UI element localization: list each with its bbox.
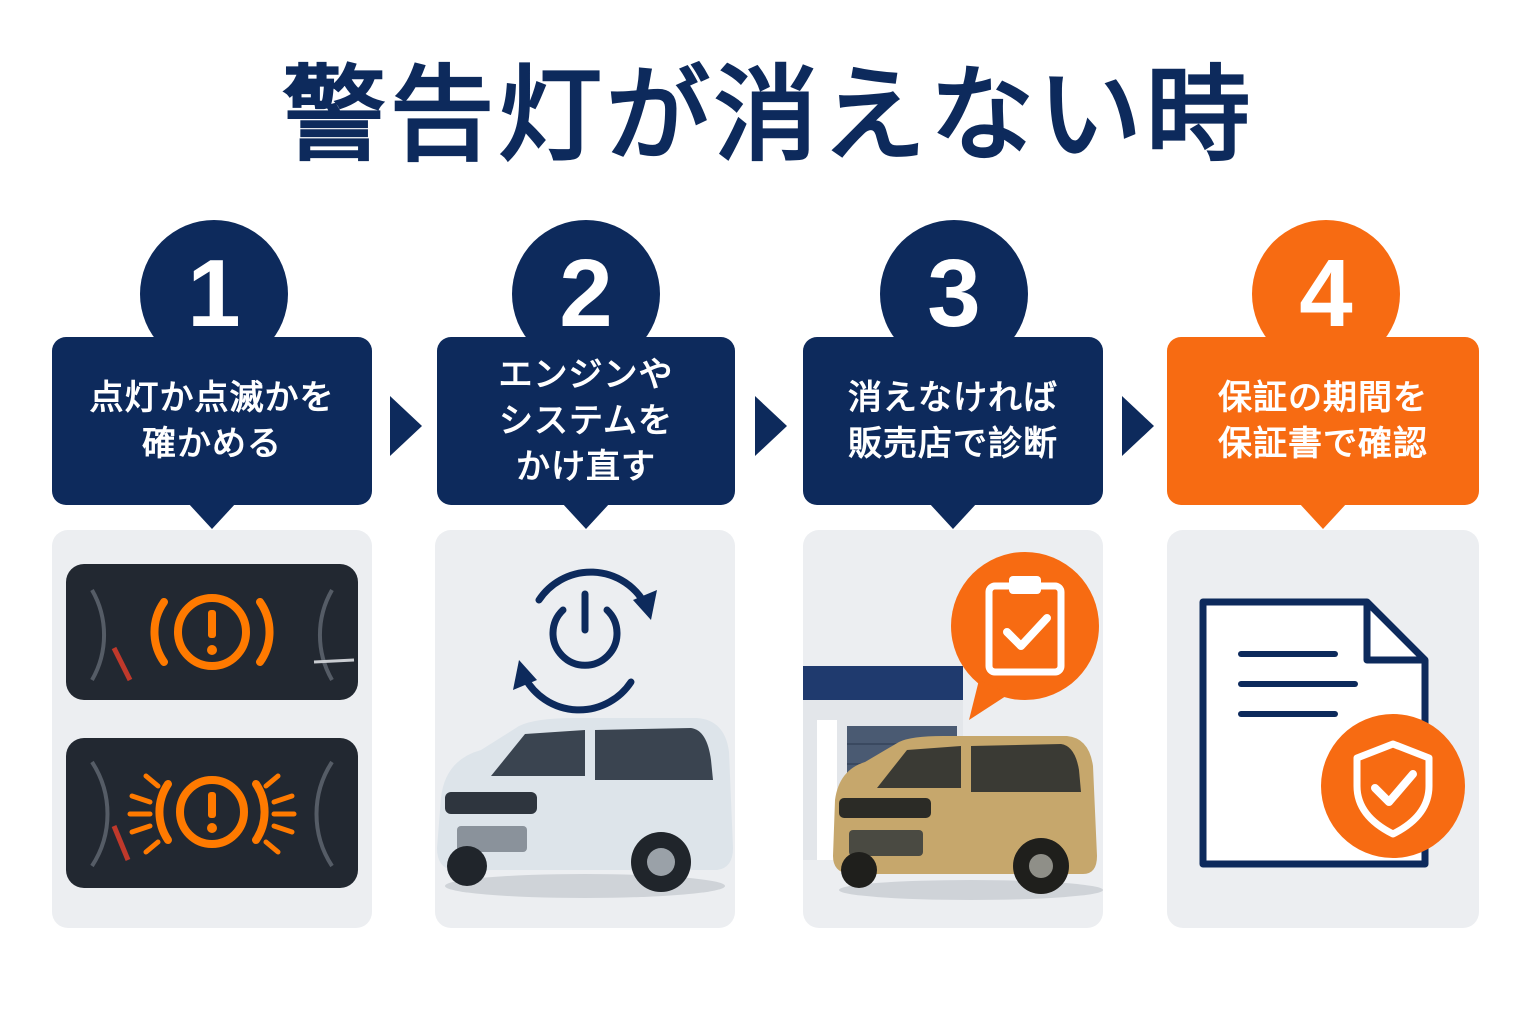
step-4-line-2: 保証書で確認 xyxy=(1218,424,1428,464)
step-4-label-box: 保証の期間を 保証書で確認 xyxy=(1167,337,1479,505)
page-title: 警告灯が消えない時 xyxy=(281,54,1254,176)
step-3-line-1: 消えなければ xyxy=(848,378,1058,418)
step-3-label-box: 消えなければ 販売店で診断 xyxy=(803,337,1103,505)
step-2-label-box: エンジンや システムを かけ直す xyxy=(437,337,735,505)
arrow-right-icon xyxy=(1122,396,1154,456)
step-1-illustration-panel xyxy=(52,530,372,928)
step-2-illustration-panel xyxy=(435,530,735,928)
step-3-line-2: 販売店で診断 xyxy=(848,424,1058,464)
dashboard-flashing-warning-icon xyxy=(66,738,358,888)
step-2-line-2: システムを xyxy=(499,401,673,441)
arrow-right-icon xyxy=(390,396,422,456)
white-minivan-image xyxy=(437,718,733,898)
power-restart-icon xyxy=(521,568,649,714)
dealer-clipboard-check-icon xyxy=(951,552,1099,720)
warranty-document-shield-icon xyxy=(1199,598,1465,868)
step-4-line-1: 保証の期間を xyxy=(1218,378,1428,418)
arrow-right-icon xyxy=(755,396,787,456)
step-1-label-box: 点灯か点滅かを 確かめる xyxy=(52,337,372,505)
step-1-line-2: 確かめる xyxy=(142,424,282,464)
step-1-line-1: 点灯か点滅かを xyxy=(89,378,335,418)
beige-minivan-image xyxy=(833,736,1103,900)
step-4-illustration-panel xyxy=(1167,530,1479,928)
step-3-illustration-panel xyxy=(803,530,1103,928)
step-2-line-3: かけ直す xyxy=(516,447,656,487)
step-2-line-1: エンジンや xyxy=(498,355,674,395)
dashboard-warning-light-icon xyxy=(66,564,358,700)
